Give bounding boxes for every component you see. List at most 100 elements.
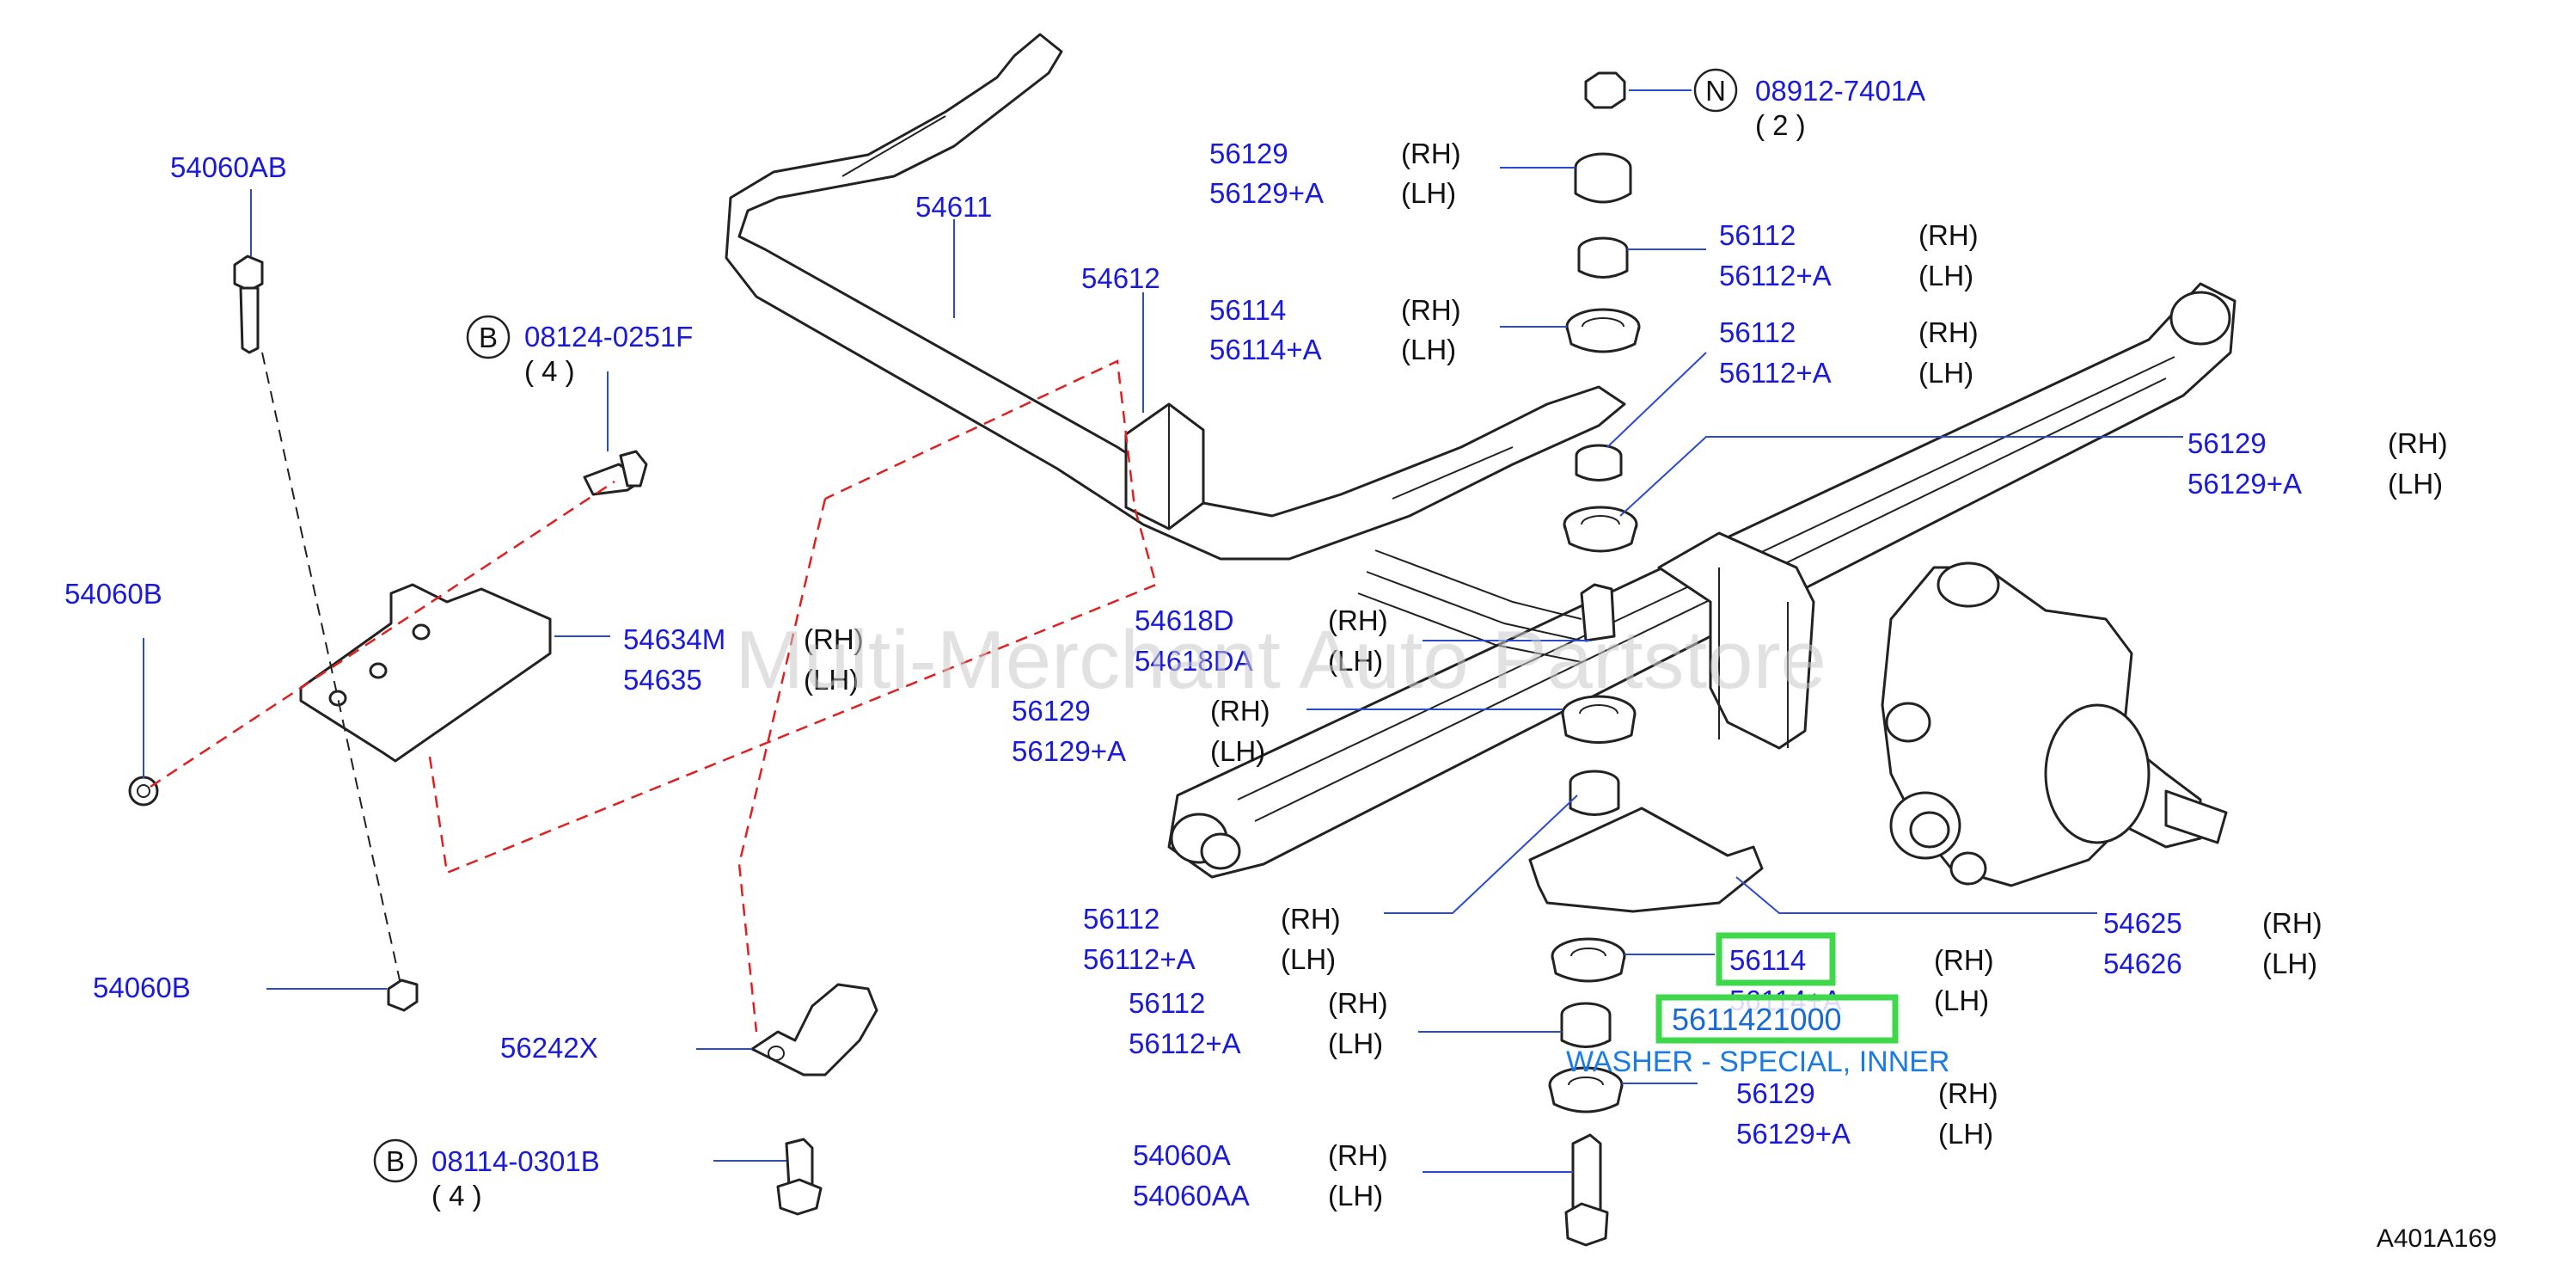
- part-link-g3-a[interactable]: 56114: [1209, 294, 1286, 326]
- side-g2-b: (LH): [1918, 260, 1973, 291]
- part-link-g6-a[interactable]: 54618D: [1135, 604, 1234, 636]
- part-link-56242X[interactable]: 56242X: [500, 1032, 598, 1064]
- svg-text:B: B: [386, 1145, 405, 1177]
- part-link-g1-a[interactable]: 56129: [1209, 138, 1288, 169]
- part-link-g13-a[interactable]: 54060A: [1133, 1139, 1231, 1171]
- side-g9-a: (RH): [2262, 907, 2322, 939]
- circle-marker-b-bottom: B: [373, 1138, 418, 1183]
- svg-text:N: N: [1705, 75, 1726, 107]
- part-link-g4-a[interactable]: 56112: [1719, 316, 1796, 348]
- part-link-g7-a[interactable]: 56129: [1012, 695, 1091, 727]
- guide-line-bracket-nut: [150, 480, 615, 788]
- part-link-54612[interactable]: 54612: [1081, 262, 1160, 294]
- part-link-g6-b[interactable]: 54618DA: [1135, 645, 1253, 677]
- diagram-artwork: [128, 33, 2236, 1247]
- part-link-54611[interactable]: 54611: [915, 191, 992, 223]
- side-g3-b: (LH): [1401, 334, 1456, 365]
- side-g8-b: (LH): [1281, 943, 1336, 975]
- left-nut-drawing: [128, 776, 159, 807]
- side-54635: (LH): [804, 664, 859, 696]
- part-link-g5-b[interactable]: 56129+A: [2187, 468, 2302, 500]
- part-link-08124-0251F[interactable]: 08124-0251F: [524, 321, 693, 353]
- side-g3-a: (RH): [1401, 294, 1461, 326]
- guide-line-clamp: [737, 498, 827, 1033]
- part-link-g13-b[interactable]: 54060AA: [1133, 1180, 1250, 1212]
- side-g5-a: (RH): [2388, 427, 2448, 459]
- mounting-bracket-drawing: [299, 583, 552, 763]
- side-g10-a: (RH): [1934, 944, 1994, 976]
- bar-clamp-drawing: [750, 983, 878, 1077]
- side-g8-a: (RH): [1281, 903, 1341, 935]
- lower-nut-drawing: [387, 978, 419, 1012]
- side-g9-b: (LH): [2262, 948, 2317, 979]
- clamp-bolt-drawing: [776, 1138, 823, 1216]
- bushing-stack-drawing: [1548, 71, 1641, 1247]
- part-link-g8-a[interactable]: 56112: [1083, 903, 1160, 935]
- stabilizer-bar-drawing: [725, 33, 1626, 561]
- part-link-08912-7401A[interactable]: 08912-7401A: [1755, 75, 1925, 107]
- knuckle-drawing: [1881, 561, 2228, 887]
- side-g13-a: (RH): [1328, 1139, 1388, 1171]
- watermark-text: Multi-Merchant Auto Partstore: [735, 614, 1826, 706]
- part-link-g4-b[interactable]: 56112+A: [1719, 357, 1832, 389]
- part-link-g9-a[interactable]: 54625: [2103, 907, 2182, 939]
- side-g4-a: (RH): [1918, 316, 1979, 348]
- part-labels: 54060AB 08124-0251F ( 4 ) 54060B 54634M …: [64, 75, 2448, 1212]
- part-link-g5-a[interactable]: 56129: [2187, 427, 2267, 459]
- side-g1-b: (LH): [1401, 177, 1456, 209]
- part-link-54060AB[interactable]: 54060AB: [170, 151, 287, 183]
- qty-08114: ( 4 ): [431, 1180, 482, 1212]
- svg-text:B: B: [479, 322, 498, 353]
- side-g10-b: (LH): [1934, 985, 1989, 1016]
- qty-08124: ( 4 ): [524, 355, 575, 387]
- side-g11-b: (LH): [1328, 1028, 1383, 1059]
- highlight-part-number[interactable]: 5611421000: [1672, 1002, 1842, 1037]
- side-g12-b: (LH): [1938, 1118, 1993, 1150]
- part-link-g9-b[interactable]: 54626: [2103, 948, 2182, 979]
- left-bolt-drawing: [233, 255, 264, 354]
- side-g6-a: (RH): [1328, 604, 1388, 636]
- bar-bushing-drawing: [1124, 402, 1205, 531]
- part-link-g8-b[interactable]: 56112+A: [1083, 943, 1196, 975]
- part-link-g11-b[interactable]: 56112+A: [1129, 1028, 1241, 1059]
- part-link-g2-b[interactable]: 56112+A: [1719, 260, 1832, 291]
- highlight-description: WASHER - SPECIAL, INNER: [1566, 1046, 1949, 1078]
- part-link-g3-b[interactable]: 56114+A: [1209, 334, 1322, 365]
- side-g5-b: (LH): [2388, 468, 2443, 500]
- figure-reference: A401A169: [2377, 1224, 2497, 1253]
- side-g6-b: (LH): [1328, 645, 1383, 677]
- part-link-g2-a[interactable]: 56112: [1719, 219, 1796, 251]
- lower-bracket-drawing: [1528, 807, 1764, 913]
- bracket-bolt-drawing: [583, 450, 648, 496]
- u-bolt-drawing: [1657, 531, 1815, 750]
- part-link-g1-b[interactable]: 56129+A: [1209, 177, 1324, 209]
- circle-marker-n: N: [1693, 68, 1738, 113]
- part-link-g12-b[interactable]: 56129+A: [1736, 1118, 1851, 1150]
- part-link-54634M[interactable]: 54634M: [623, 623, 725, 655]
- part-link-g11-a[interactable]: 56112: [1129, 987, 1205, 1019]
- part-link-g7-b[interactable]: 56129+A: [1012, 735, 1126, 767]
- side-g7-b: (LH): [1210, 735, 1265, 767]
- part-link-g12-a[interactable]: 56129: [1736, 1077, 1815, 1109]
- highlighted-part[interactable]: 5611421000 WASHER - SPECIAL, INNER: [1566, 932, 1949, 1078]
- highlight-box-56114[interactable]: [1716, 932, 1836, 986]
- part-link-54060B-top[interactable]: 54060B: [64, 578, 162, 610]
- side-g2-a: (RH): [1918, 219, 1979, 251]
- side-g4-b: (LH): [1918, 357, 1973, 389]
- highlight-box-part-number[interactable]: [1655, 994, 1899, 1044]
- part-link-54060B-bottom[interactable]: 54060B: [93, 972, 191, 1003]
- leader-lines: [143, 89, 2183, 1173]
- qty-08912: ( 2 ): [1755, 109, 1806, 141]
- side-g12-a: (RH): [1938, 1077, 1998, 1109]
- part-link-g10-a[interactable]: 56114: [1729, 944, 1806, 976]
- guide-line-left-bolt: [261, 352, 401, 981]
- side-54634M: (RH): [804, 623, 864, 655]
- circle-marker-b-top: B: [466, 315, 511, 359]
- side-g11-a: (RH): [1328, 987, 1388, 1019]
- part-link-54635[interactable]: 54635: [623, 664, 702, 696]
- part-link-08114-0301B[interactable]: 08114-0301B: [431, 1145, 600, 1177]
- side-g13-b: (LH): [1328, 1180, 1383, 1212]
- side-g1-a: (RH): [1401, 138, 1461, 169]
- side-g7-a: (RH): [1210, 695, 1270, 727]
